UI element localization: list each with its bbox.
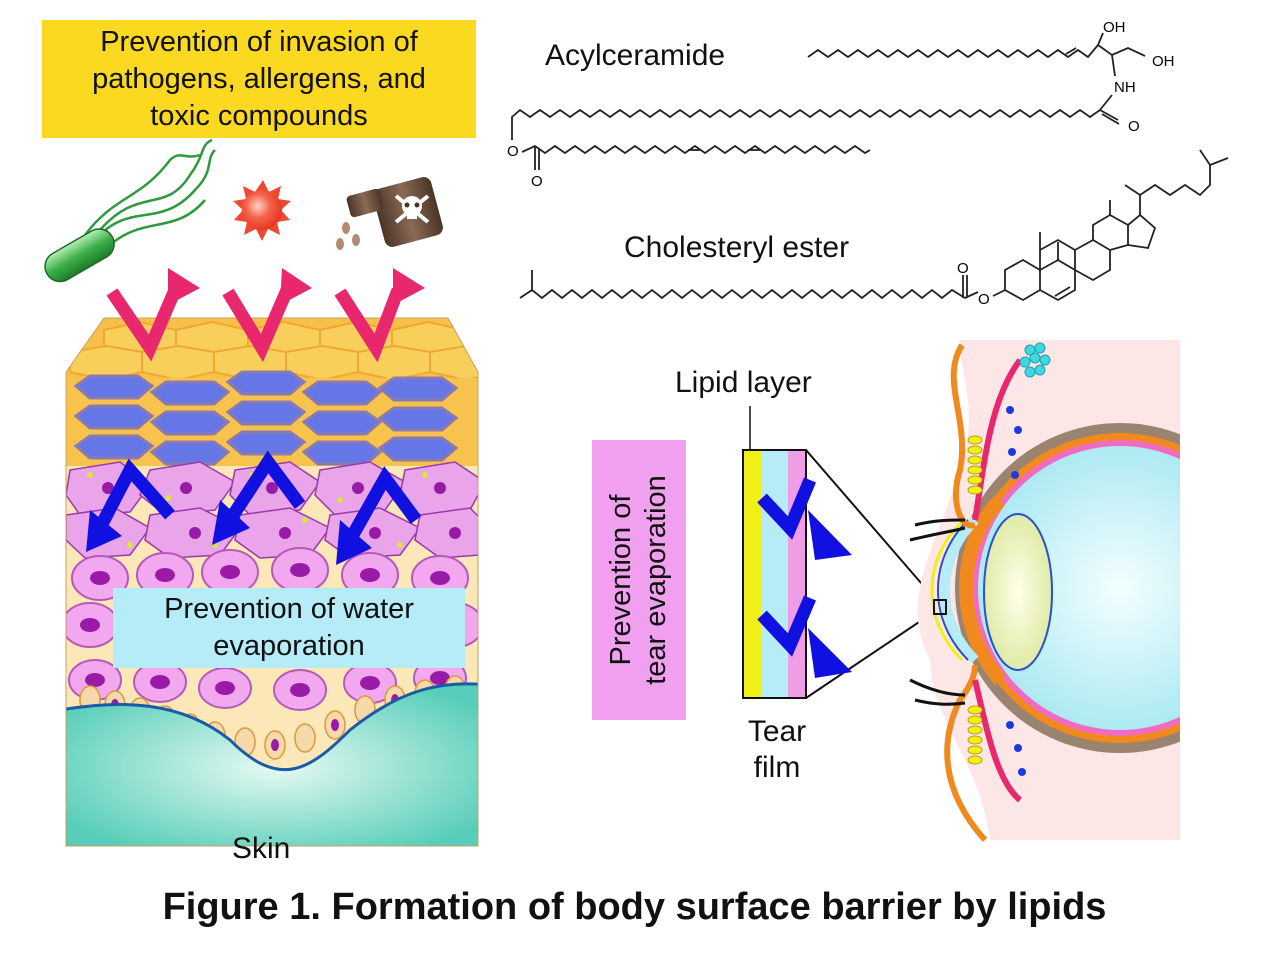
- nh-label: NH: [1114, 79, 1136, 96]
- cholesteryl-ester-structure: [519, 149, 1229, 302]
- chol-carbonyl-o-label: O: [957, 260, 969, 277]
- figure-caption: Figure 1. Formation of body surface barr…: [162, 886, 1107, 928]
- water-line-2: evaporation: [213, 630, 365, 662]
- poison-bottle-icon: [336, 177, 443, 250]
- pathogen-line-3: toxic compounds: [150, 100, 368, 132]
- chol-ester-o-label: O: [978, 291, 990, 308]
- pathogen-block-arrows: [106, 287, 405, 363]
- acylceramide-structure: [511, 32, 1146, 170]
- skin-label: Skin: [232, 832, 291, 865]
- ester-o-label: O: [507, 143, 519, 160]
- tear-callout-line-1: Prevention of: [605, 494, 637, 666]
- carbonyl-o-label: O: [1128, 118, 1140, 135]
- skin-diagram: [66, 318, 478, 846]
- tear-film-label: Tear film: [742, 714, 812, 786]
- cholesteryl-ester-label: Cholesteryl ester: [624, 231, 850, 264]
- bacterium-icon: [44, 138, 216, 283]
- tear-film-line-1: Tear: [747, 715, 807, 748]
- ester-carbonyl-o-label: O: [531, 173, 543, 190]
- pathogen-line-1: Prevention of invasion of: [100, 26, 418, 58]
- tear-callout-line-2: tear evaporation: [640, 475, 672, 685]
- water-block-arrows: [94, 450, 422, 544]
- water-evaporation-callout: Prevention of water evaporation: [113, 588, 465, 668]
- pathogen-barrier-callout: Prevention of invasion of pathogens, all…: [42, 20, 476, 138]
- oh-label-2: OH: [1152, 53, 1175, 70]
- oh-label-1: OH: [1103, 19, 1126, 36]
- tear-film-line-2: film: [753, 751, 801, 784]
- eye-diagram: [909, 340, 1180, 843]
- allergen-icon: [233, 180, 291, 241]
- water-line-1: Prevention of water: [164, 593, 414, 625]
- lipid-layer-label: Lipid layer: [675, 366, 812, 399]
- acylceramide-label: Acylceramide: [545, 39, 726, 72]
- tear-block-arrows: [757, 477, 816, 657]
- pathogen-line-2: pathogens, allergens, and: [92, 63, 426, 95]
- tear-evaporation-callout: Prevention of tear evaporation: [592, 440, 686, 720]
